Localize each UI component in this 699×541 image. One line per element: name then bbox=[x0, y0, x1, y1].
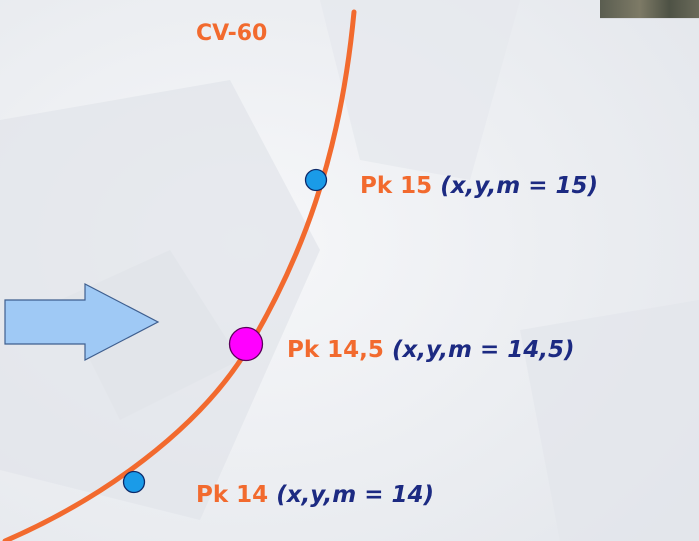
road-line bbox=[2, 9, 357, 541]
right-arrow-icon bbox=[4, 283, 160, 361]
marker-pk14-5 bbox=[228, 326, 264, 362]
pk-label: Pk 14,5 bbox=[287, 337, 384, 363]
marker-label-pk15: Pk 15 (x,y,m = 15) bbox=[360, 172, 598, 200]
coord-label: (x,y,m = 15) bbox=[440, 173, 598, 199]
coord-label: (x,y,m = 14,5) bbox=[391, 337, 575, 363]
pk-label: Pk 15 bbox=[360, 173, 433, 199]
marker-label-pk14: Pk 14 (x,y,m = 14) bbox=[196, 481, 434, 509]
marker-pk15 bbox=[304, 168, 328, 192]
pk-label: Pk 14 bbox=[196, 482, 269, 508]
marker-pk14 bbox=[122, 470, 146, 494]
coord-label: (x,y,m = 14) bbox=[276, 482, 434, 508]
marker-label-pk14-5: Pk 14,5 (x,y,m = 14,5) bbox=[287, 336, 574, 364]
corner-photo bbox=[600, 0, 699, 19]
road-label: CV-60 bbox=[196, 21, 268, 46]
